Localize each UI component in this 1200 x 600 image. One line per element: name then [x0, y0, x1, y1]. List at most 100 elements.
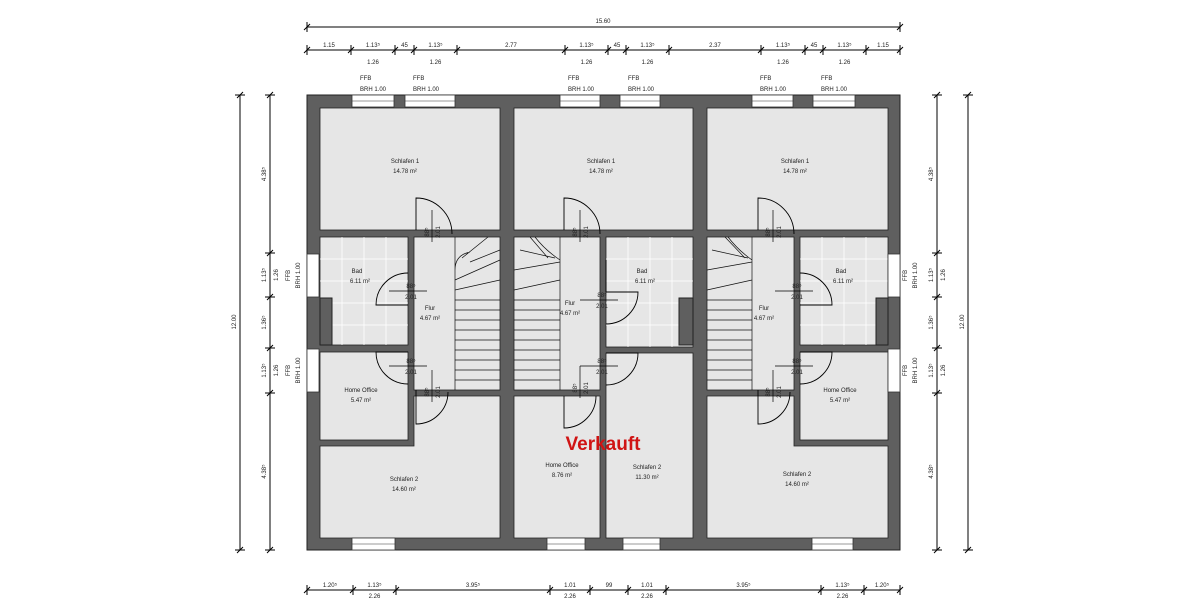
room-name: Schlafen 2 [633, 465, 662, 471]
room-area: 5.47 m² [830, 398, 850, 404]
room-name: Bad [836, 269, 847, 275]
door-width: 88⁵ [572, 383, 579, 393]
dimension-label: 1.15 [323, 43, 335, 49]
window [887, 253, 901, 298]
room-name: Flur [759, 306, 769, 312]
dimension-label: 1.15 [877, 43, 889, 49]
door-height: 2.01 [777, 386, 783, 398]
dimension-label: 12.00 [960, 314, 966, 330]
room-home-office [799, 351, 889, 441]
window-label-ffb: FFB [760, 76, 771, 82]
door-width: 88⁵ [424, 387, 431, 397]
dimension-label: 1.01 [564, 583, 576, 589]
room-area: 14.60 m² [785, 482, 809, 488]
dimension-label: 3.95⁵ [736, 582, 751, 589]
window [887, 348, 901, 393]
room-name: Bad [637, 269, 648, 275]
chimney [319, 297, 333, 346]
window-label-brh: BRH 1.00 [360, 87, 387, 93]
window-label-ffb: FFB [903, 270, 909, 281]
dimension-label: 1.13⁵ [928, 267, 935, 282]
dimension-label: 2.26 [641, 594, 653, 600]
window-label-brh: BRH 1.00 [821, 87, 848, 93]
dimension-label: 1.36⁵ [928, 315, 935, 330]
room-name: Home Office [344, 388, 378, 394]
dimension-label: 4.38⁵ [261, 166, 268, 181]
dimension-label: 1.13⁵ [428, 42, 443, 49]
room-labels: Schlafen 1 14.78 m² Bad 6.11 m² Flur 4.6… [344, 159, 857, 493]
dimension-label: 1.26 [581, 60, 593, 66]
dimension-label: 1.13⁵ [367, 582, 382, 589]
door-width: 88⁵ [792, 358, 802, 365]
dimension-label: 45 [401, 43, 408, 49]
dimension-label: 1.26 [941, 364, 947, 376]
window-label-ffb: FFB [286, 270, 292, 281]
room-area: 14.78 m² [589, 169, 613, 175]
dimension-label: 1.13⁵ [928, 363, 935, 378]
dimension-label: 1.13⁵ [579, 42, 594, 49]
dimension-label: 2.26 [837, 594, 849, 600]
room-name: Schlafen 1 [781, 159, 810, 165]
window-label-brh: BRH 1.00 [296, 357, 302, 384]
room-area: 6.11 m² [833, 279, 853, 285]
chimney [875, 297, 889, 346]
window-label-brh: BRH 1.00 [760, 87, 787, 93]
room-name: Home Office [545, 463, 579, 469]
window-label-brh: BRH 1.00 [913, 357, 919, 384]
dimension-label: 3.95⁵ [466, 582, 481, 589]
unit-middle [513, 107, 694, 539]
window-label-ffb: FFB [821, 76, 832, 82]
door-height: 2.01 [405, 370, 417, 376]
door-width: 88⁵ [597, 292, 607, 299]
window-label-ffb: FFB [360, 76, 371, 82]
door-labels: 88⁵ 2.01 88⁵ 2.01 88⁵ 2.01 88⁵ 2.01 88⁵ 2.01 88⁵ 2.… [389, 210, 813, 402]
dimension-label: 2.37 [709, 43, 721, 49]
window-label-brh: BRH 1.00 [628, 87, 655, 93]
door-height: 2.01 [777, 226, 783, 238]
room-area: 14.78 m² [393, 169, 417, 175]
room-name: Schlafen 1 [391, 159, 420, 165]
room-name: Schlafen 2 [390, 477, 419, 483]
dimension-label: 2.77 [505, 43, 517, 49]
door-height: 2.01 [436, 386, 442, 398]
room-schlafen1 [319, 107, 501, 231]
room-schlafen2 [706, 395, 889, 539]
door-height: 2.01 [436, 226, 442, 238]
door-height: 2.01 [791, 295, 803, 301]
door-width: 88⁵ [765, 387, 772, 397]
door-width: 88⁵ [424, 227, 431, 237]
room-area: 4.67 m² [560, 311, 580, 317]
door-width: 88⁵ [792, 283, 802, 290]
room-schlafen2 [605, 352, 694, 539]
door-height: 2.01 [596, 370, 608, 376]
doors [375, 197, 833, 429]
window [306, 253, 320, 298]
door-height: 2.01 [405, 295, 417, 301]
room-name: Flur [425, 306, 435, 312]
window-label-brh: BRH 1.00 [568, 87, 595, 93]
room-flur [706, 236, 795, 391]
window-label-ffb: FFB [413, 76, 424, 82]
window-label-ffb: FFB [628, 76, 639, 82]
dimension-label: 1.26 [430, 60, 442, 66]
dimension-label: 1.13⁵ [261, 363, 268, 378]
dimension-label: 1.26 [274, 269, 280, 281]
dimension-label: 1.36⁵ [261, 315, 268, 330]
room-name: Flur [565, 301, 575, 307]
room-name: Home Office [823, 388, 857, 394]
window-label-ffb: FFB [903, 365, 909, 376]
room-name: Schlafen 1 [587, 159, 616, 165]
dimension-label: 45 [614, 43, 621, 49]
door-width: 88⁵ [765, 227, 772, 237]
dimension-label: 4.38⁵ [928, 166, 935, 181]
door-width: 88⁵ [406, 358, 416, 365]
room-schlafen2 [319, 395, 501, 539]
dimension-label: 1.26 [642, 60, 654, 66]
dimension-label: 1.26 [274, 364, 280, 376]
dimension-label: 2.26 [369, 594, 381, 600]
dimension-label: 1.20⁵ [323, 582, 338, 589]
room-area: 14.60 m² [392, 487, 416, 493]
